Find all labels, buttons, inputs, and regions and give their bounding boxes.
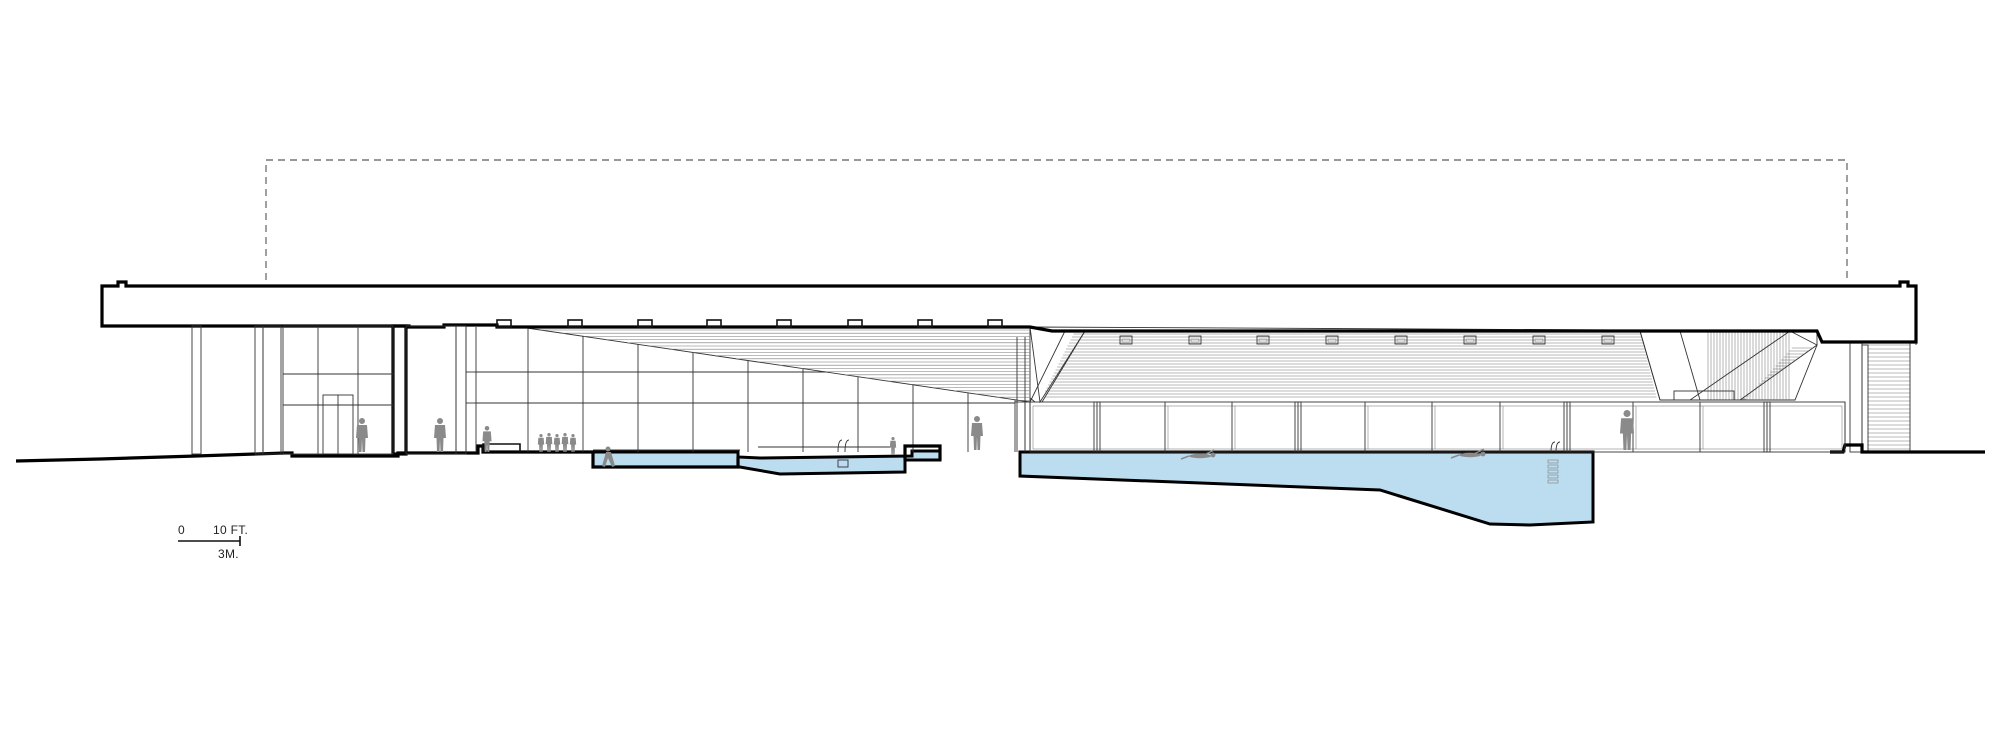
wall-entry: [262, 325, 282, 455]
scale-feet-label: 10 FT.: [213, 523, 249, 537]
person-figure: [553, 434, 561, 452]
person-figure: [545, 433, 553, 452]
column-mid: [391, 324, 408, 456]
scale-meters-label: 3M.: [218, 547, 239, 561]
scale-bar: [178, 536, 241, 546]
pool-water-left: [591, 449, 942, 476]
pool-ladder: [1547, 441, 1561, 484]
column-entry-2: [254, 325, 264, 455]
person-figure: [561, 433, 569, 452]
ceiling-hatch-right: [1029, 326, 1818, 404]
ceiling-hatch-left: [519, 326, 1031, 403]
person-figure: [971, 416, 983, 450]
diver-figure: [602, 446, 615, 467]
ceiling-hatch-far-right: [1673, 330, 1917, 453]
ground-line-right: [1830, 443, 1985, 454]
swimmer-figure: [1180, 449, 1216, 460]
column-pool-2: [455, 325, 467, 455]
pool-hall-glazing: [465, 327, 1030, 452]
person-figure: [434, 418, 446, 452]
entry-curtain-wall: [282, 325, 394, 455]
swimmer-figure: [1450, 448, 1486, 459]
person-figure: [1619, 410, 1635, 450]
roof-notches: [496, 319, 1615, 345]
column-entry-1: [191, 325, 202, 455]
person-figure: [356, 418, 368, 452]
pool-water-right: [1018, 450, 1595, 527]
pool-deck-details: [482, 337, 1026, 468]
column-pool-1: [405, 325, 457, 455]
person-figure: [889, 437, 897, 455]
person-figure: [482, 426, 492, 452]
ground-line: [15, 444, 740, 469]
scale-zero-label: 0: [178, 523, 185, 537]
person-figure: [537, 434, 545, 452]
human-figures: [356, 410, 1635, 467]
natatorium-glazing: [1029, 401, 1846, 453]
person-figure: [569, 434, 577, 452]
dashed-roof-outline: [265, 159, 1848, 280]
